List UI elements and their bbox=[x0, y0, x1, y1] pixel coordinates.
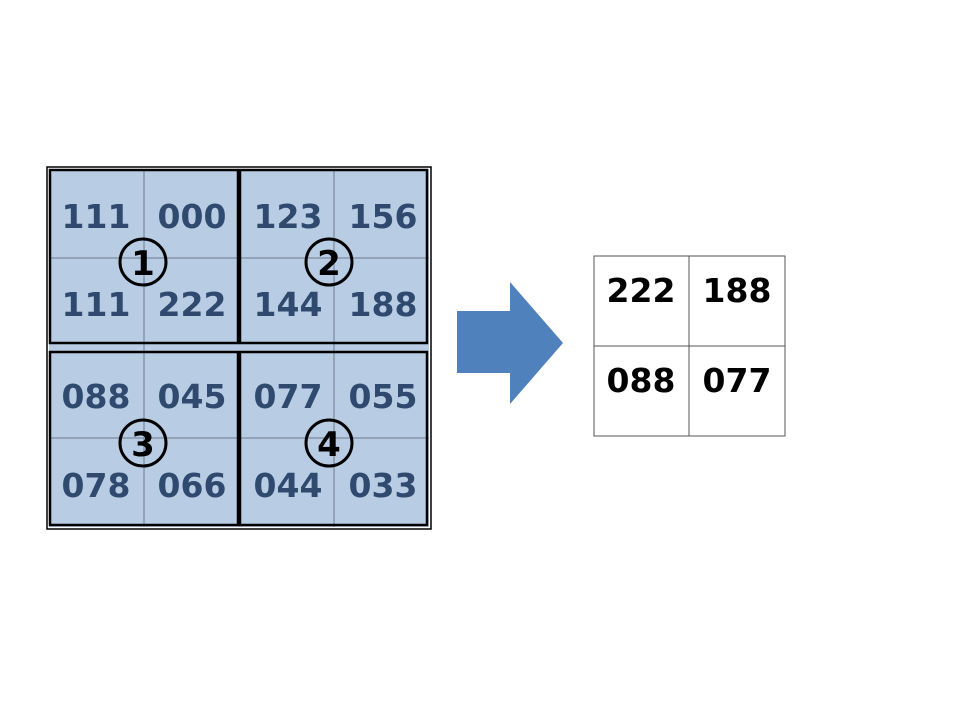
quadrant-borders bbox=[46, 166, 432, 530]
input-cell: 044 bbox=[254, 466, 323, 505]
input-cell: 156 bbox=[349, 197, 418, 236]
input-cell: 088 bbox=[62, 377, 131, 416]
input-cell: 222 bbox=[158, 285, 227, 324]
input-cell: 045 bbox=[158, 377, 227, 416]
quadrant-4-badge bbox=[304, 418, 354, 468]
quadrant-2-border bbox=[238, 168, 429, 345]
quadrant-4-label: 4 bbox=[317, 425, 341, 465]
input-cells: 111 000 123 156 111 222 144 188 088 045 … bbox=[62, 197, 418, 505]
input-cell: 033 bbox=[349, 466, 418, 505]
output-cell: 222 bbox=[607, 271, 676, 310]
input-cell: 077 bbox=[254, 377, 323, 416]
input-cell: 066 bbox=[158, 466, 227, 505]
input-cell: 055 bbox=[349, 377, 418, 416]
input-cell: 144 bbox=[254, 285, 323, 324]
quadrant-2-badge bbox=[304, 237, 354, 287]
output-grid: 222 188 088 077 bbox=[593, 255, 786, 437]
input-cell: 111 bbox=[62, 285, 131, 324]
quadrant-1-badge bbox=[118, 237, 168, 287]
quadrant-1-label: 1 bbox=[131, 244, 155, 284]
input-cell: 078 bbox=[62, 466, 131, 505]
input-cell: 111 bbox=[62, 197, 131, 236]
quadrant-2-label: 2 bbox=[317, 244, 341, 284]
input-cell: 000 bbox=[158, 197, 227, 236]
quadrant-1-border bbox=[48, 168, 240, 345]
quadrant-3-badge bbox=[118, 418, 168, 468]
quadrant-3-label: 3 bbox=[131, 425, 155, 465]
output-cell: 088 bbox=[607, 361, 676, 400]
output-cell: 077 bbox=[703, 361, 772, 400]
input-cell: 123 bbox=[254, 197, 323, 236]
input-cell: 188 bbox=[349, 285, 418, 324]
output-cell: 188 bbox=[703, 271, 772, 310]
quadrant-badges: 1 2 3 4 bbox=[118, 237, 354, 468]
arrow-right-icon bbox=[457, 282, 563, 404]
quadrant-4-border bbox=[238, 350, 429, 527]
quadrant-3-border bbox=[48, 350, 240, 527]
